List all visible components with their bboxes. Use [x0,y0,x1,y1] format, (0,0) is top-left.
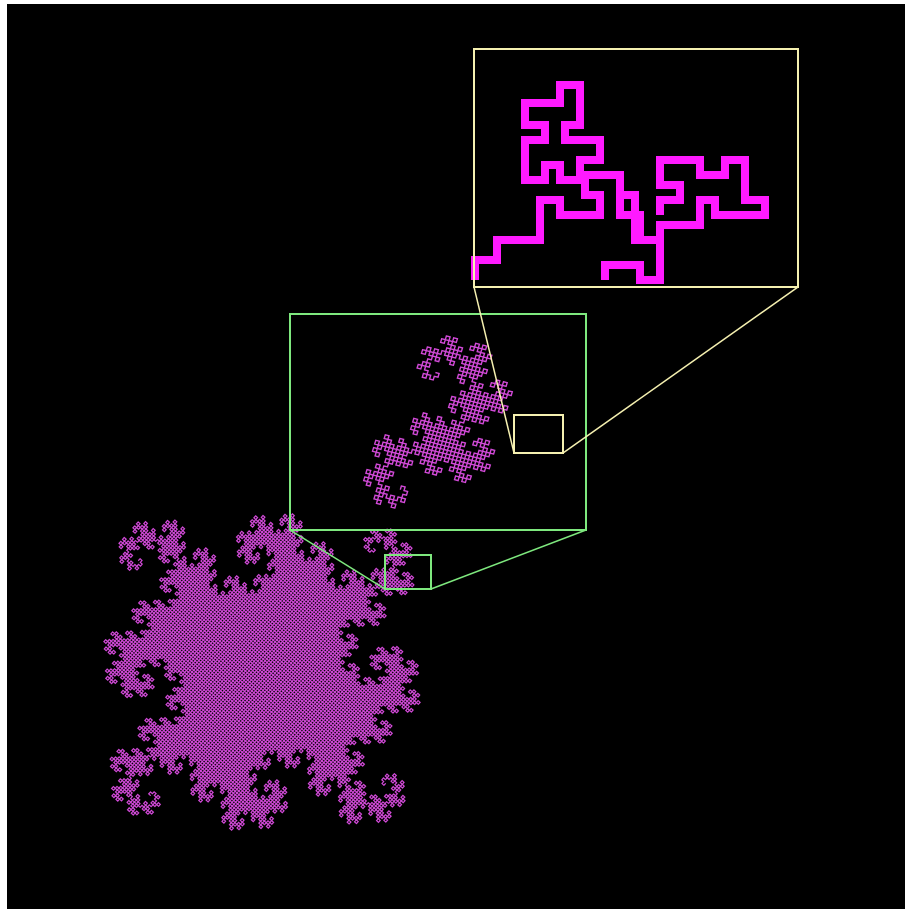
fractal-canvas [7,4,905,909]
zoom-connector-line-right [431,530,586,589]
detail-connector-line-right [563,287,798,453]
fractal-zoom-figure [7,4,905,909]
main-fractal-cross [104,514,420,830]
inset-fractal-curve [364,336,513,508]
zoom-region-box-detail [514,415,563,453]
detail-curve-left [475,85,660,280]
detail-curve-right [620,160,765,240]
zoom-inset-box-medium [290,314,586,530]
zoomed-fractal-inset [364,336,513,508]
magnified-curve-path [475,85,765,280]
